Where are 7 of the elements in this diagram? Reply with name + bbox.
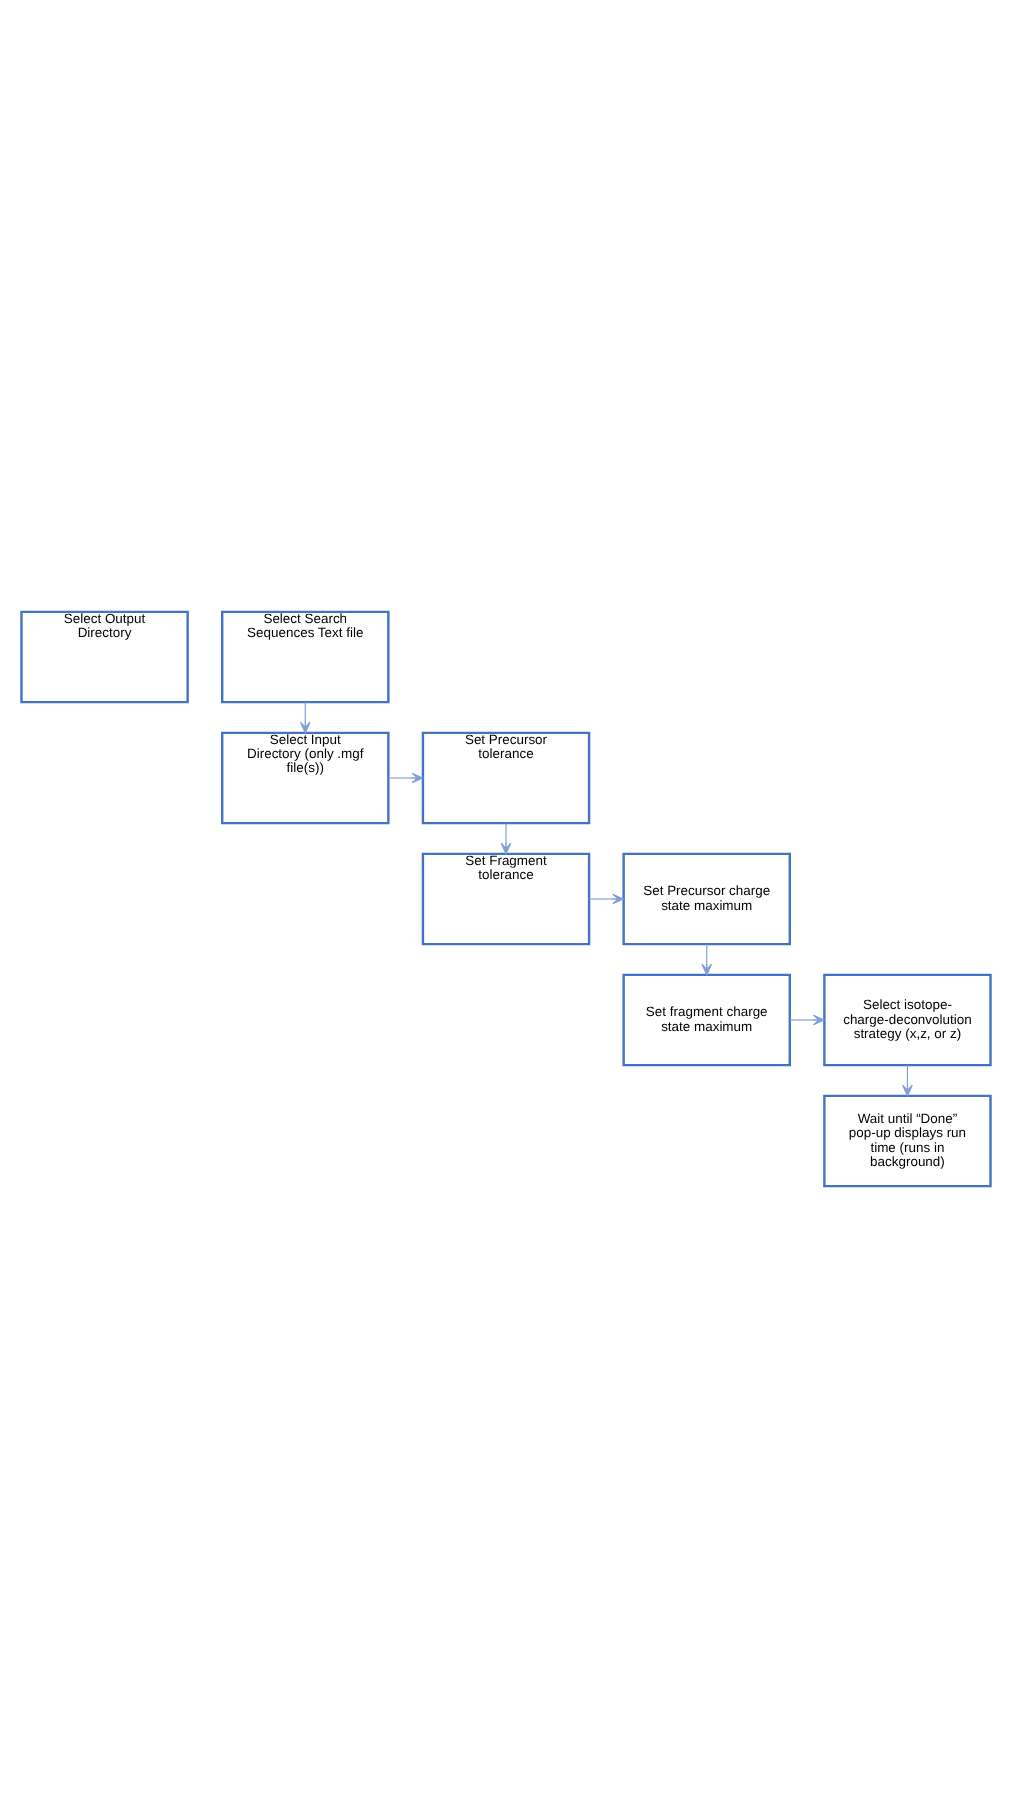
arrow [500,822,512,855]
arrow [902,1064,913,1097]
arrow [588,893,624,905]
arrow [789,1014,825,1026]
arrow [701,943,713,976]
arrow [299,701,311,734]
arrow [387,772,424,784]
